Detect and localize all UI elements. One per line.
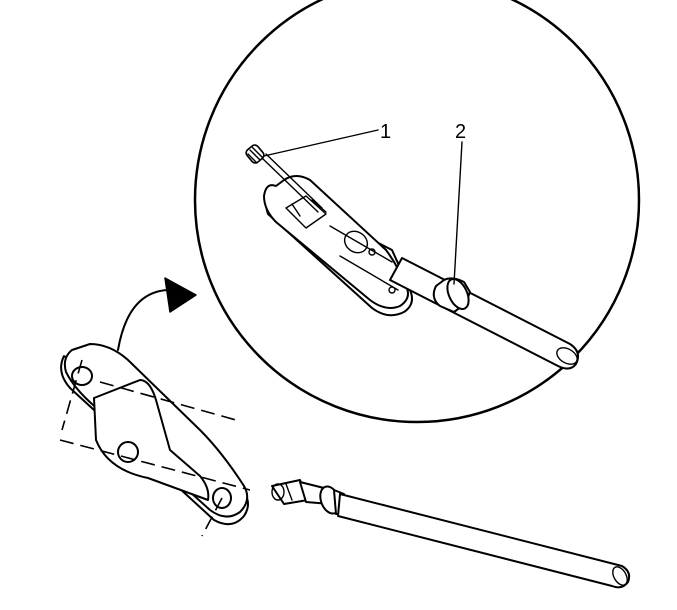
callout-2-label: 2 [455, 121, 466, 143]
detail-cable-end-fitting [245, 144, 579, 370]
callout-1: 1 [263, 121, 391, 157]
mounting-bracket [59, 343, 251, 537]
detail-bracket [263, 175, 413, 317]
callout-2: 2 [453, 121, 466, 285]
detail-magnifier-circle [193, 0, 641, 424]
cable-collar [432, 277, 471, 313]
spring-clip [245, 144, 265, 164]
curved-arrow-icon [117, 277, 197, 351]
parking-brake-cable [271, 479, 631, 589]
callout-1-label: 1 [380, 121, 391, 143]
